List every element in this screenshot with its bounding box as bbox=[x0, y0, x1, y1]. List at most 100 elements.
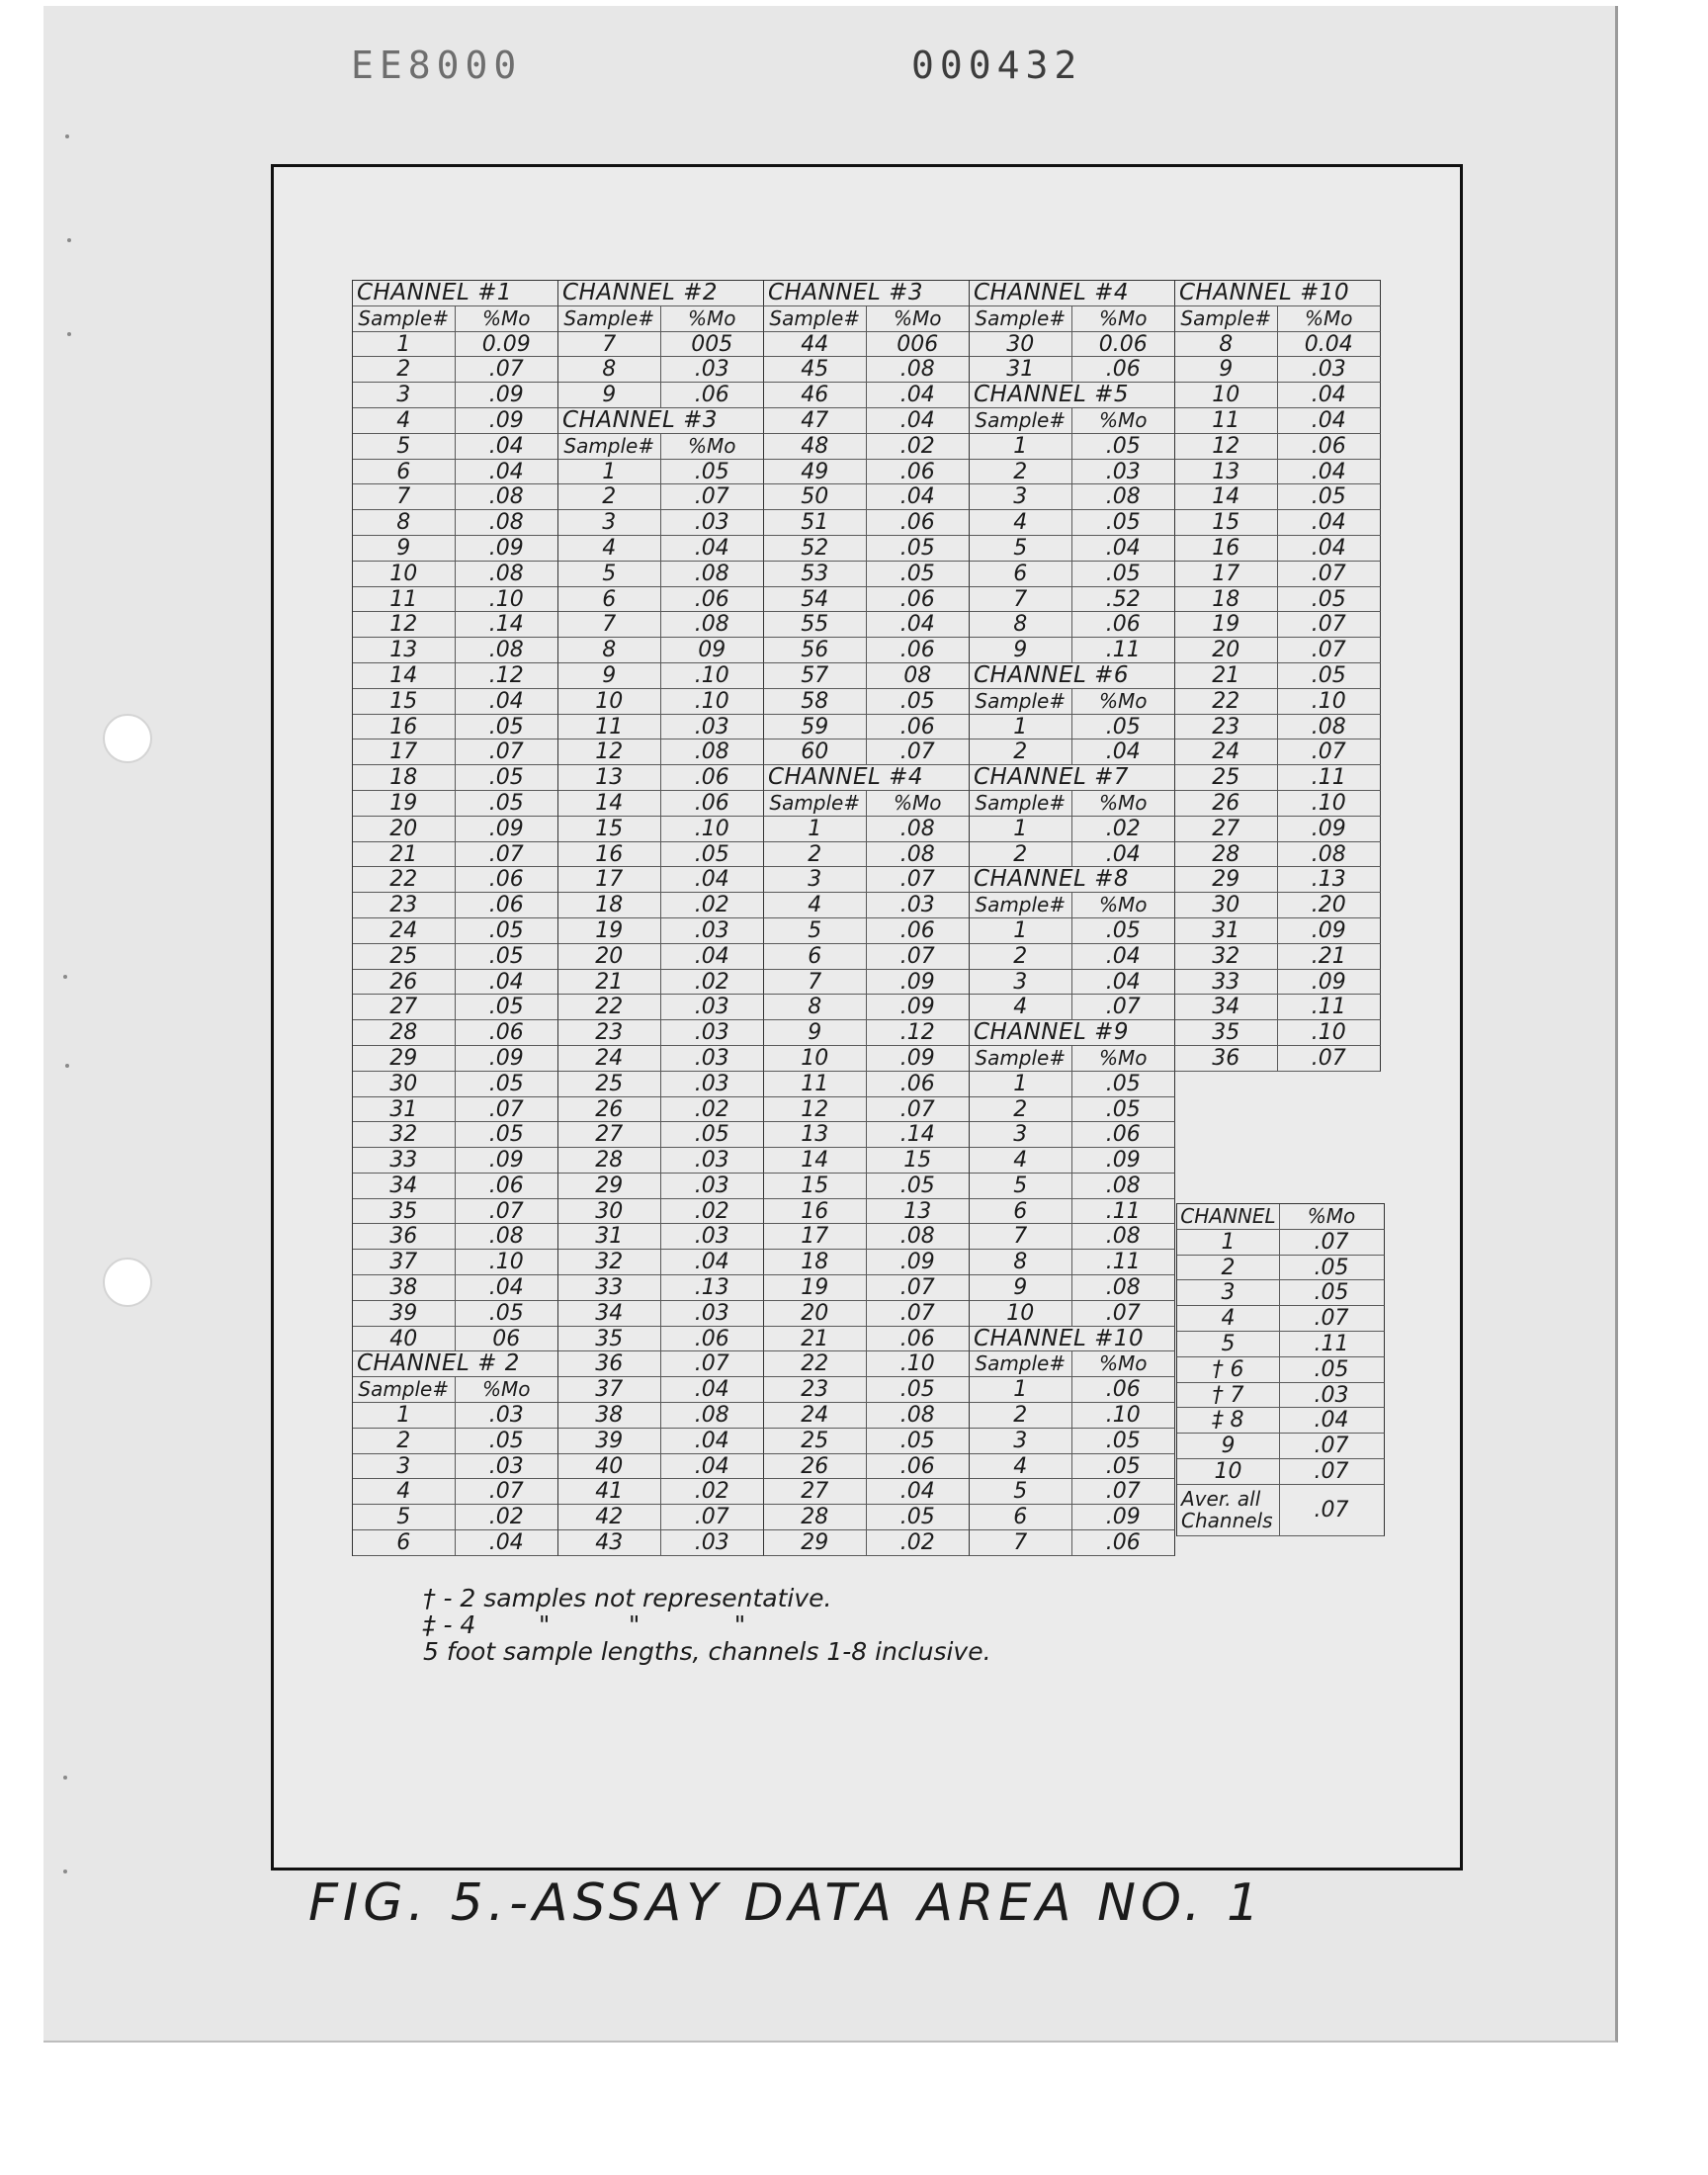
percent-mo-value: .05 bbox=[488, 943, 524, 969]
percent-mo-value: 0.09 bbox=[481, 331, 531, 357]
percent-mo-value: .07 bbox=[1105, 1479, 1141, 1505]
sample-number: 50 bbox=[764, 484, 867, 509]
percent-mo-value: .03 bbox=[694, 1071, 729, 1096]
table-row: 2.04 bbox=[970, 740, 1175, 766]
table-row: 12.06 bbox=[1175, 433, 1381, 460]
percent-mo-value: .04 bbox=[488, 688, 524, 714]
summary-row: 5.11 bbox=[1177, 1331, 1385, 1357]
sample-number: 4 bbox=[970, 1148, 1072, 1173]
percent-mo-value: .09 bbox=[1105, 1505, 1141, 1530]
summary-channel: 1 bbox=[1177, 1229, 1280, 1255]
summary-channel: 10 bbox=[1177, 1458, 1280, 1484]
sample-number: 39 bbox=[353, 1300, 456, 1326]
percent-mo-value: .06 bbox=[694, 790, 729, 816]
sample-number: 30 bbox=[1175, 893, 1278, 917]
table-row: 7.08 bbox=[558, 612, 764, 639]
table-row: 54.06 bbox=[764, 586, 970, 613]
sample-number: 11 bbox=[353, 586, 456, 612]
sample-number: 5 bbox=[970, 1173, 1072, 1198]
percent-mo-value: .52 bbox=[1105, 586, 1141, 612]
percent-mo-value: .06 bbox=[694, 586, 729, 612]
percent-mo-value: .11 bbox=[1105, 638, 1141, 663]
column-header-row: Sample#%Mo bbox=[558, 433, 764, 460]
sample-number: 60 bbox=[764, 740, 867, 764]
percent-mo-header: %Mo bbox=[894, 305, 942, 330]
sample-number: 38 bbox=[558, 1403, 661, 1428]
table-row: 1.02 bbox=[970, 816, 1175, 842]
sample-number: 15 bbox=[1175, 510, 1278, 535]
sample-number: 14 bbox=[353, 662, 456, 688]
percent-mo-value: .02 bbox=[694, 969, 729, 995]
table-row: 2.07 bbox=[353, 357, 558, 384]
table-row: 11.10 bbox=[353, 586, 558, 613]
sample-number: 16 bbox=[764, 1198, 867, 1224]
summary-row: † 6.05 bbox=[1177, 1356, 1385, 1383]
percent-mo-value: .05 bbox=[488, 714, 524, 740]
sample-number: 57 bbox=[764, 662, 867, 688]
table-row: 6.06 bbox=[558, 586, 764, 613]
sample-number: 18 bbox=[764, 1250, 867, 1274]
percent-mo-value: .05 bbox=[694, 459, 729, 484]
percent-mo-value: .11 bbox=[1105, 1198, 1141, 1224]
percent-mo-value: .08 bbox=[488, 484, 524, 510]
percent-mo-value: .06 bbox=[899, 586, 935, 612]
percent-mo-value: .02 bbox=[899, 433, 935, 459]
channel-heading: CHANNEL #10 bbox=[970, 1326, 1175, 1352]
percent-mo-value: .09 bbox=[488, 407, 524, 433]
percent-mo-value: .05 bbox=[1105, 1428, 1141, 1453]
percent-mo-header: %Mo bbox=[1305, 305, 1353, 330]
percent-mo-value: .08 bbox=[1105, 1224, 1141, 1250]
sample-number: 25 bbox=[1175, 765, 1278, 790]
percent-mo-value: .05 bbox=[899, 1377, 935, 1403]
sample-number: 28 bbox=[1175, 841, 1278, 867]
summary-row: 10.07 bbox=[1177, 1458, 1385, 1485]
percent-mo-value: .05 bbox=[1105, 1071, 1141, 1096]
table-row: 2.07 bbox=[558, 484, 764, 511]
percent-mo-value: .10 bbox=[694, 688, 729, 714]
summary-channel: † 6 bbox=[1177, 1356, 1280, 1382]
percent-mo-value: .02 bbox=[694, 893, 729, 918]
percent-mo-value: 0.06 bbox=[1098, 331, 1148, 357]
percent-mo-value: .02 bbox=[694, 1198, 729, 1224]
percent-mo-value: .10 bbox=[694, 816, 729, 841]
table-row: 35.10 bbox=[1175, 1020, 1381, 1046]
table-row: 3.03 bbox=[558, 510, 764, 536]
sample-number: 5 bbox=[970, 1479, 1072, 1504]
table-row: 3.05 bbox=[970, 1428, 1175, 1454]
percent-mo-value: .04 bbox=[899, 407, 935, 433]
column-header-row: Sample#%Mo bbox=[970, 407, 1175, 434]
percent-mo-header: %Mo bbox=[1099, 1045, 1148, 1070]
percent-mo-value: .03 bbox=[1105, 459, 1141, 484]
table-row: 42.07 bbox=[558, 1505, 764, 1531]
percent-mo-value: .02 bbox=[1105, 816, 1141, 841]
sample-number: 5 bbox=[353, 1505, 456, 1529]
table-row: 24.07 bbox=[1175, 740, 1381, 766]
sample-number: 24 bbox=[764, 1403, 867, 1428]
sample-number: 6 bbox=[353, 459, 456, 484]
summary-average-label: Aver. all Channels bbox=[1177, 1484, 1280, 1535]
sample-number: 1 bbox=[764, 816, 867, 841]
sample-number: 26 bbox=[764, 1453, 867, 1479]
sample-number: 36 bbox=[558, 1351, 661, 1376]
sample-number: 34 bbox=[353, 1173, 456, 1198]
percent-mo-value: .14 bbox=[488, 612, 524, 638]
sample-number: 3 bbox=[764, 867, 867, 892]
table-row: 17.07 bbox=[353, 740, 558, 766]
table-row: 10.08 bbox=[353, 561, 558, 587]
percent-mo-value: .11 bbox=[1105, 1250, 1141, 1275]
percent-mo-value: .05 bbox=[694, 841, 729, 867]
table-row: 33.09 bbox=[1175, 969, 1381, 996]
sample-number: 11 bbox=[764, 1071, 867, 1096]
table-row: 30.05 bbox=[353, 1071, 558, 1097]
percent-mo-value: .04 bbox=[488, 459, 524, 484]
sample-number: 4 bbox=[764, 893, 867, 917]
sample-number: 9 bbox=[764, 1020, 867, 1045]
sample-number: 40 bbox=[558, 1453, 661, 1479]
sample-number: 13 bbox=[1175, 459, 1278, 484]
percent-mo-value: .06 bbox=[899, 638, 935, 663]
sample-number: 12 bbox=[764, 1096, 867, 1122]
table-row: 5.07 bbox=[970, 1479, 1175, 1506]
sample-number: 29 bbox=[764, 1530, 867, 1555]
percent-mo-value: .03 bbox=[694, 1173, 729, 1198]
